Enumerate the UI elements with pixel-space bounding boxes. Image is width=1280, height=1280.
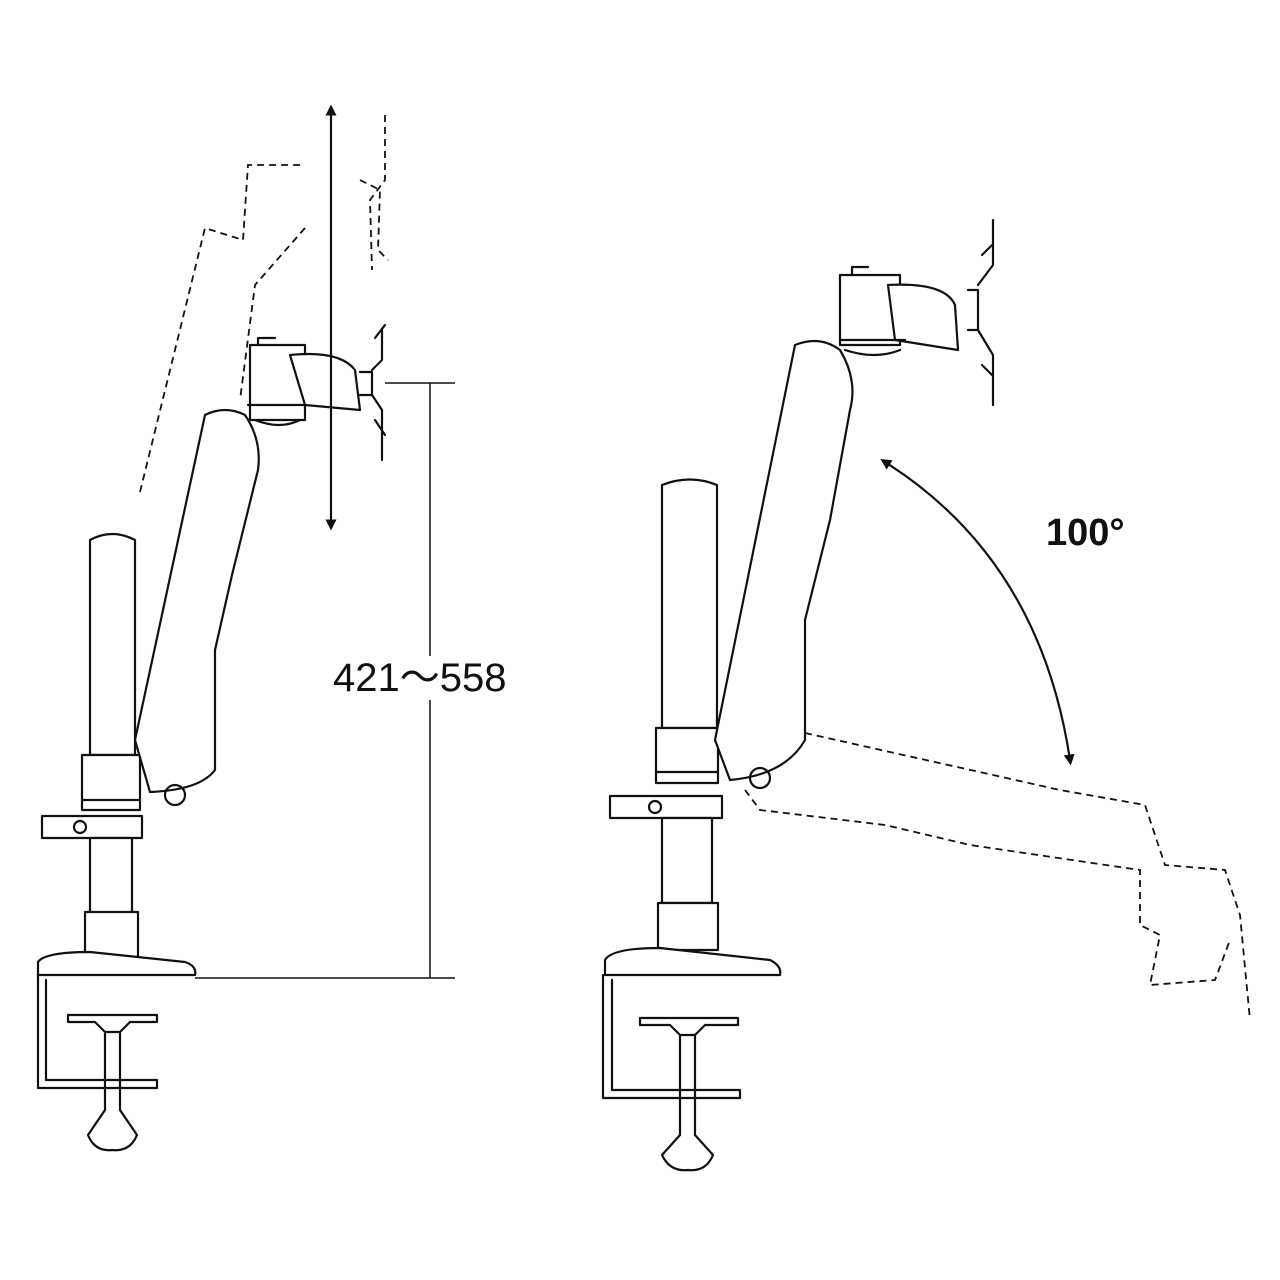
height-lock-knob: [608, 794, 724, 820]
tilt-arrow: [880, 459, 1075, 766]
clamp-pad: [638, 1016, 740, 1037]
right-arm-tilt-view: [601, 218, 1251, 1172]
height-range-label: 421〜558: [333, 656, 507, 700]
pole: [660, 478, 719, 730]
left-arm-height-view: [36, 104, 455, 1152]
clamp-c: [601, 973, 742, 1100]
arm-body: [713, 339, 854, 782]
base-sleeve: [83, 910, 140, 959]
lowered-arm-ghost: [744, 732, 1251, 1021]
tilt-head: [248, 343, 307, 422]
vesa-plate: [966, 218, 995, 407]
pole: [88, 532, 137, 757]
clamp-screw: [660, 1033, 715, 1172]
clamp-base: [603, 946, 782, 977]
tilt-head: [838, 273, 902, 347]
base-sleeve: [656, 901, 720, 952]
arm-body: [133, 408, 260, 794]
lower-pole: [660, 816, 714, 905]
clamp-screw: [86, 1030, 139, 1152]
raised-arm-ghost: [139, 115, 389, 493]
clamp-base: [36, 950, 197, 977]
clamp-c: [36, 973, 159, 1090]
lower-pole: [88, 836, 134, 915]
clamp-pad: [66, 1013, 159, 1034]
vesa-plate: [358, 328, 384, 462]
pole-collar: [654, 726, 720, 785]
height-lock-knob: [40, 814, 144, 840]
tilt-angle-label: 100°: [1046, 512, 1125, 554]
pole-collar: [80, 753, 142, 812]
